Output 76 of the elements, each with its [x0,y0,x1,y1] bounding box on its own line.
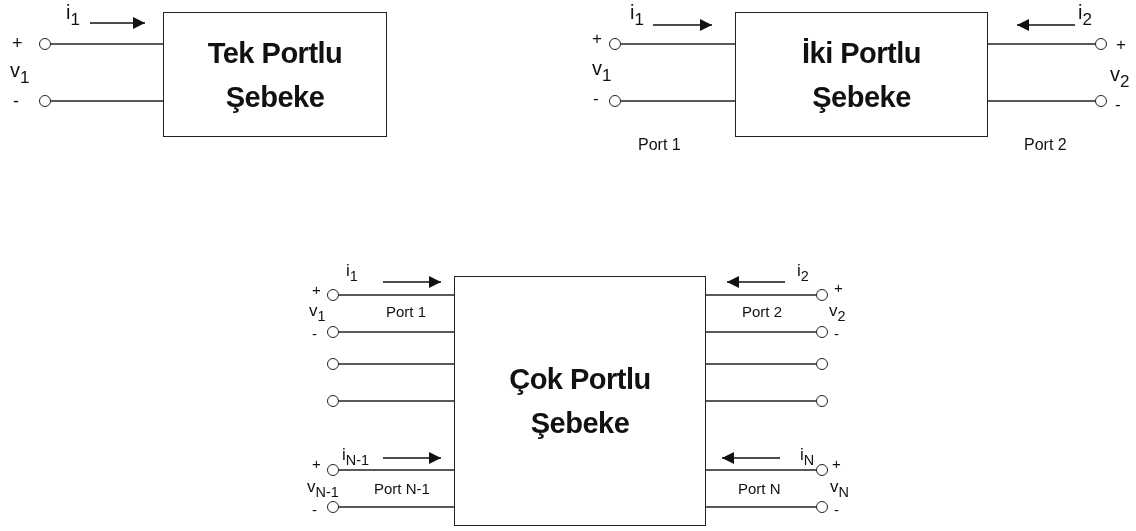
port-label: Port 1 [638,137,681,153]
connection-wire [987,100,1096,102]
terminal-circle [816,289,828,301]
network-title: Çok Portlu Şebeke [508,362,652,441]
connection-wire [620,43,736,45]
port-label: Port 1 [386,304,427,319]
terminal-circle [327,395,339,407]
connection-wire [50,100,164,102]
port-label: Port 2 [742,304,783,319]
connection-wire [620,100,736,102]
signal-label: + [312,282,321,297]
signal-label: + [592,30,602,47]
signal-label: - [593,90,599,107]
terminal-circle [1095,95,1107,107]
signal-label: v$_{2}$ [829,302,846,324]
terminal-circle [1095,38,1107,50]
connection-wire [705,331,817,333]
signal-label: i$_{1}$ [630,2,644,28]
connection-wire [987,43,1096,45]
connection-wire [338,506,455,508]
port-label: Port N [738,481,781,496]
terminal-circle [816,358,828,370]
signal-label: - [1115,96,1121,113]
connection-wire [338,363,455,365]
connection-wire [50,43,164,45]
signal-label: - [13,92,19,110]
connection-wire [705,363,817,365]
network-box [735,12,988,137]
terminal-circle [327,464,339,476]
network-title: İki Portlu Şebeke [800,35,923,115]
connection-wire [705,469,817,471]
signal-label: v$_{N-1}$ [307,478,339,500]
signal-label: + [1116,36,1126,53]
terminal-circle [327,326,339,338]
signal-label: v$_{1}$ [10,60,30,86]
network-box [163,12,387,137]
terminal-circle [327,289,339,301]
signal-label: - [834,326,839,341]
connection-wire [338,331,455,333]
terminal-circle [39,38,51,50]
signal-label: v$_{1}$ [592,58,612,84]
signal-label: - [312,502,317,517]
signal-label: + [834,280,843,295]
connection-wire [338,294,455,296]
signal-label: + [832,456,841,471]
signal-label: v$_{N}$ [830,478,849,500]
signal-label: - [834,502,839,517]
port-label: Port 2 [1024,137,1067,153]
terminal-circle [816,326,828,338]
connection-wire [338,469,455,471]
connection-wire [705,506,817,508]
signal-label: i$_{N-1}$ [342,446,370,468]
signal-label: v$_{2}$ [1110,64,1130,90]
signal-label: + [12,34,23,52]
signal-label: i$_{1}$ [66,2,80,28]
connection-wire [705,294,817,296]
terminal-circle [327,358,339,370]
connection-wire [705,400,817,402]
signal-label: - [312,326,317,341]
network-box [454,276,706,526]
signal-label: i$_{2}$ [797,262,809,284]
terminal-circle [39,95,51,107]
signal-label: i$_{1}$ [346,262,358,284]
terminal-circle [816,395,828,407]
signal-label: i$_{2}$ [1078,2,1092,28]
signal-label: + [312,456,321,471]
signal-label: v$_{1}$ [309,302,326,324]
terminal-circle [609,95,621,107]
signal-label: i$_{N}$ [800,446,815,468]
terminal-circle [816,464,828,476]
network-title: Tek Portlu Şebeke [206,35,344,115]
terminal-circle [327,501,339,513]
connection-wire [338,400,455,402]
terminal-circle [609,38,621,50]
terminal-circle [816,501,828,513]
port-label: Port N-1 [374,481,430,496]
